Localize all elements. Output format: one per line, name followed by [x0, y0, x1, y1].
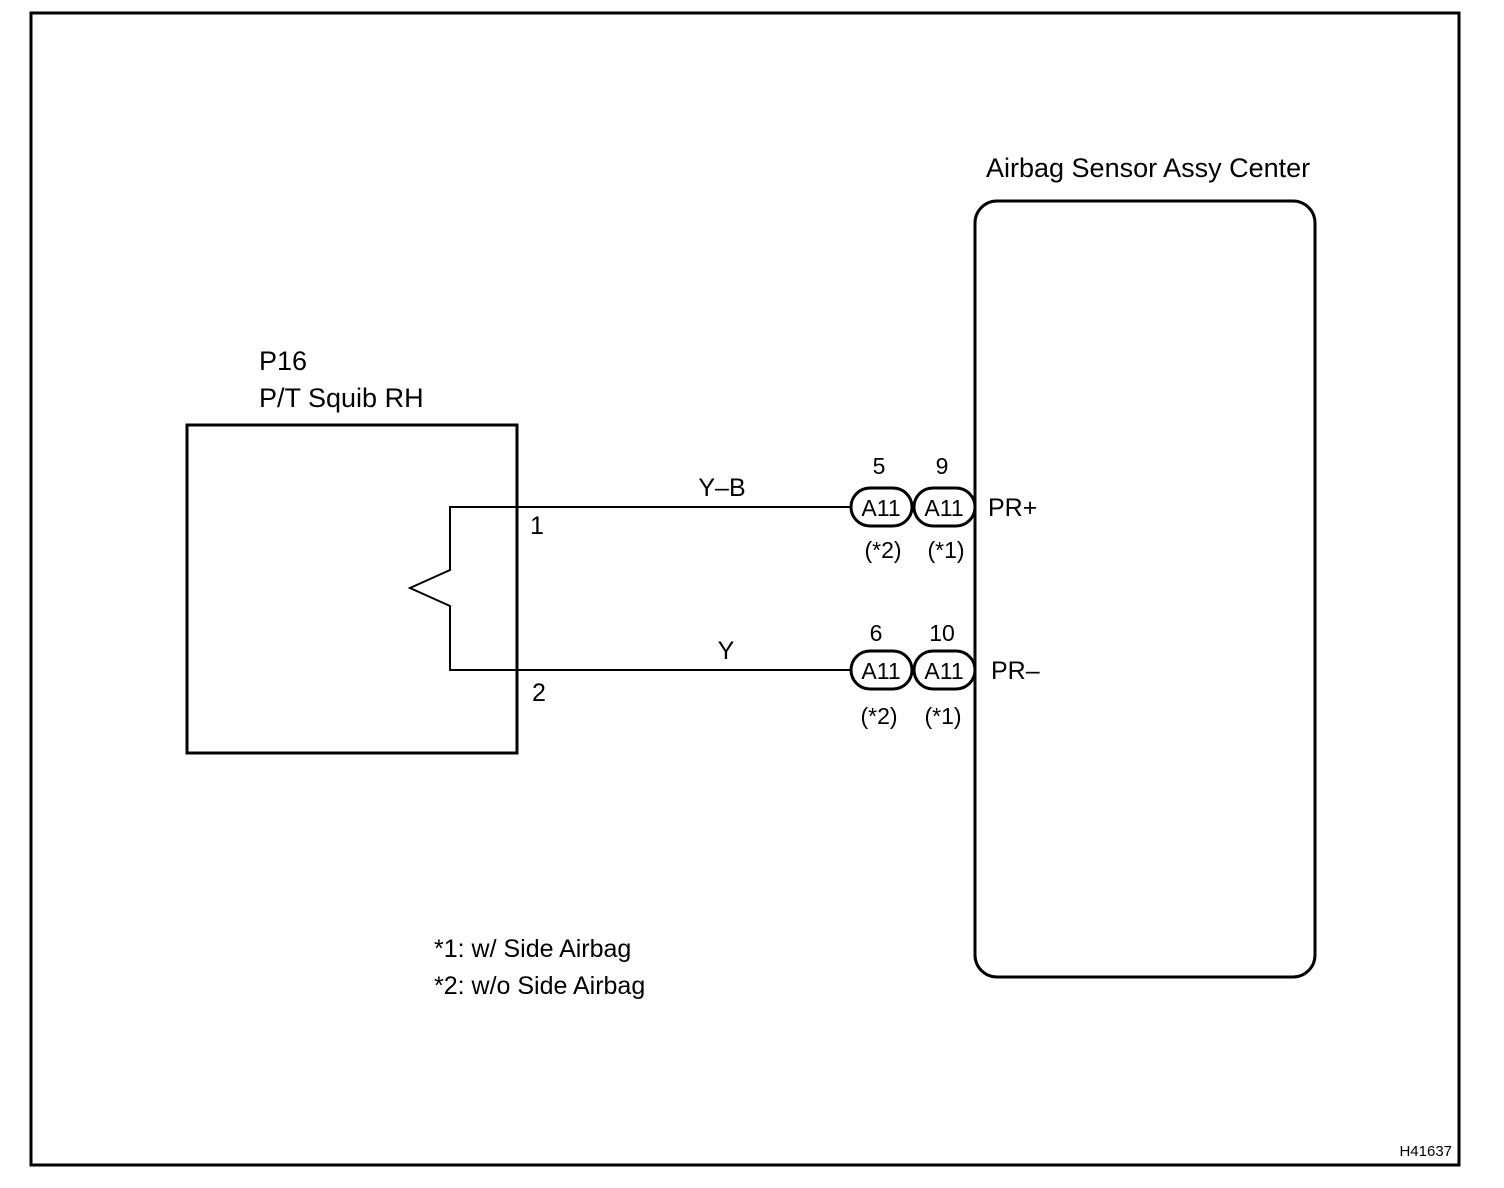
- terminal-pr-minus: PR–: [991, 657, 1040, 685]
- note-1: *1: w/ Side Airbag: [434, 935, 631, 963]
- wire-color-y: Y: [718, 637, 735, 665]
- connector-pin: 5: [873, 453, 886, 479]
- terminal-pr-plus: PR+: [988, 494, 1037, 522]
- squib-element-symbol: [407, 506, 517, 671]
- connector-a11-pin6: [849, 649, 914, 691]
- wire-color-y-b: Y–B: [698, 474, 745, 502]
- sensor-box: [973, 199, 1317, 979]
- connector-note: (*1): [924, 703, 961, 729]
- connector-id: A11: [861, 658, 900, 684]
- connector-pin: 10: [929, 620, 955, 646]
- connector-pin: 6: [870, 620, 883, 646]
- connector-a11-pin5: [849, 486, 914, 528]
- connector-id: A11: [924, 658, 963, 684]
- sensor-name: Airbag Sensor Assy Center: [986, 153, 1310, 183]
- connector-note: (*1): [927, 537, 964, 563]
- squib-box: [185, 423, 519, 755]
- squib-name: P/T Squib RH: [259, 383, 424, 413]
- connector-note: (*2): [860, 703, 897, 729]
- diagram-frame: [29, 11, 1461, 1167]
- connector-pin: 9: [936, 453, 949, 479]
- squib-pin-2: 2: [532, 679, 546, 707]
- connector-note: (*2): [864, 537, 901, 563]
- diagram-id: H41637: [1399, 1143, 1452, 1160]
- connector-id: A11: [924, 495, 963, 521]
- squib-code: P16: [259, 346, 307, 376]
- squib-pin-1: 1: [530, 512, 544, 540]
- connector-id: A11: [861, 495, 900, 521]
- note-2: *2: w/o Side Airbag: [434, 972, 645, 1000]
